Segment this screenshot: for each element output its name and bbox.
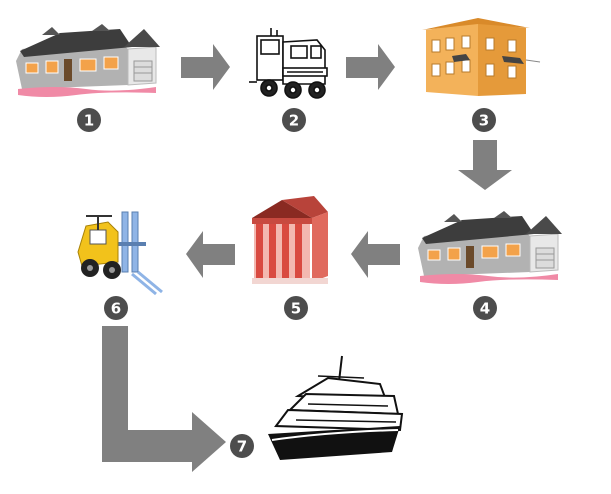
arrow-5-to-6 — [186, 231, 235, 278]
step-6-number-badge: 6 — [104, 296, 128, 320]
arrow-6-to-7 — [102, 326, 226, 472]
step-1-stone-house-icon — [16, 24, 160, 97]
step-3-number-badge: 3 — [472, 108, 496, 132]
arrow-3-to-4 — [458, 140, 512, 190]
arrow-2-to-3 — [346, 44, 395, 90]
step-7-number-badge: 7 — [230, 434, 254, 458]
arrow-1-to-2 — [181, 44, 230, 90]
step-5-number-badge: 5 — [284, 296, 308, 320]
step-1-number-badge: 1 — [77, 108, 101, 132]
step-4-number-badge: 4 — [473, 296, 497, 320]
svg-text:6: 6 — [111, 300, 121, 318]
step-4-stone-house-icon — [418, 211, 562, 284]
step-2-truck-icon — [249, 28, 328, 99]
step-2-number-badge: 2 — [282, 108, 306, 132]
svg-text:1: 1 — [84, 112, 94, 130]
svg-text:3: 3 — [479, 112, 489, 130]
arrow-4-to-5 — [351, 231, 400, 278]
svg-text:2: 2 — [289, 112, 299, 130]
svg-text:5: 5 — [291, 300, 301, 318]
step-5-columned-bank-icon — [252, 196, 328, 284]
svg-text:4: 4 — [480, 300, 490, 318]
step-7-ship-icon — [268, 355, 404, 460]
step-6-forklift-icon — [77, 211, 163, 296]
step-3-orange-building-icon — [422, 18, 541, 96]
svg-text:7: 7 — [237, 438, 247, 456]
